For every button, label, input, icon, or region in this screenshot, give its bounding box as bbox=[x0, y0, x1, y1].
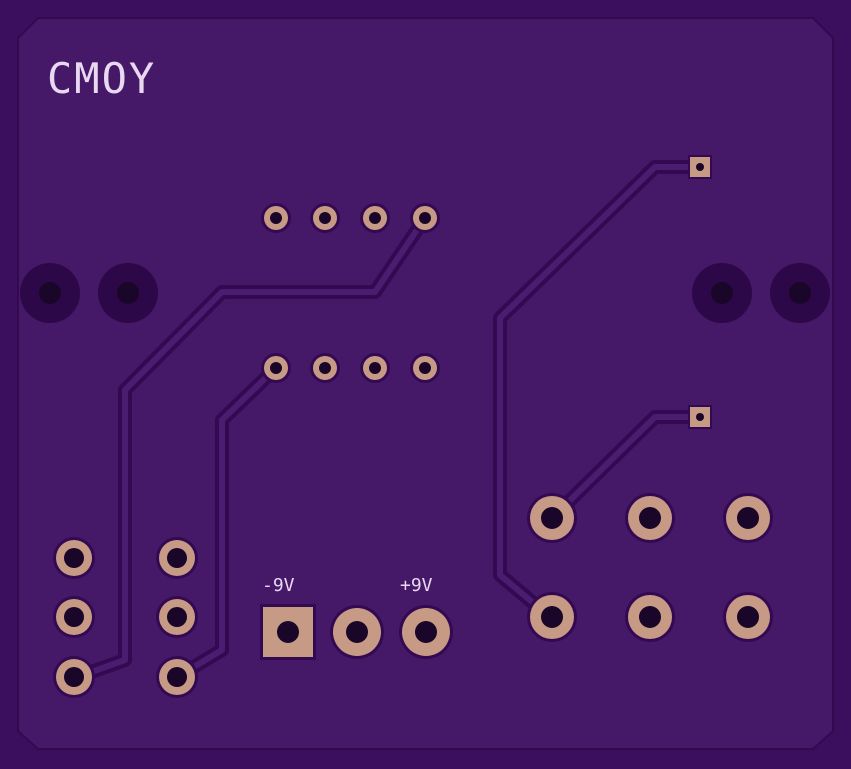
drill-hole bbox=[369, 362, 381, 374]
drill-hole bbox=[541, 507, 563, 529]
mounting-holes bbox=[20, 263, 830, 323]
drill-hole bbox=[167, 667, 187, 687]
drill-hole bbox=[737, 606, 759, 628]
left-header bbox=[53, 537, 198, 698]
silkscreen-negative-label: -9V bbox=[262, 575, 295, 596]
drill-hole bbox=[270, 362, 282, 374]
mounting-hole-right-outer bbox=[789, 282, 811, 304]
mounting-hole-left-outer bbox=[39, 282, 61, 304]
ic-bottom-row bbox=[261, 353, 440, 383]
drill-hole bbox=[369, 212, 381, 224]
small-square-pads bbox=[688, 155, 712, 429]
drill-hole bbox=[167, 548, 187, 568]
mounting-hole-right-inner bbox=[711, 282, 733, 304]
drill-hole bbox=[64, 607, 84, 627]
drill-hole bbox=[696, 413, 704, 421]
drill-hole bbox=[64, 548, 84, 568]
ic-top-row bbox=[261, 203, 440, 233]
drill-hole bbox=[737, 507, 759, 529]
drill-hole bbox=[541, 606, 563, 628]
copper-traces bbox=[70, 160, 707, 684]
drill-hole bbox=[415, 621, 437, 643]
drill-hole bbox=[346, 621, 368, 643]
silkscreen-title: CMOY bbox=[47, 54, 156, 103]
drill-hole bbox=[167, 607, 187, 627]
drill-hole bbox=[64, 667, 84, 687]
drill-hole bbox=[419, 212, 431, 224]
drill-hole bbox=[319, 212, 331, 224]
drill-hole bbox=[319, 362, 331, 374]
drill-hole bbox=[419, 362, 431, 374]
drill-hole bbox=[639, 606, 661, 628]
mounting-hole-left-inner bbox=[117, 282, 139, 304]
drill-hole bbox=[277, 621, 299, 643]
output-jack bbox=[527, 493, 773, 642]
silkscreen-positive-label: +9V bbox=[400, 575, 433, 596]
power-connector bbox=[260, 604, 453, 660]
drill-hole bbox=[270, 212, 282, 224]
drill-hole bbox=[639, 507, 661, 529]
drill-hole bbox=[696, 163, 704, 171]
